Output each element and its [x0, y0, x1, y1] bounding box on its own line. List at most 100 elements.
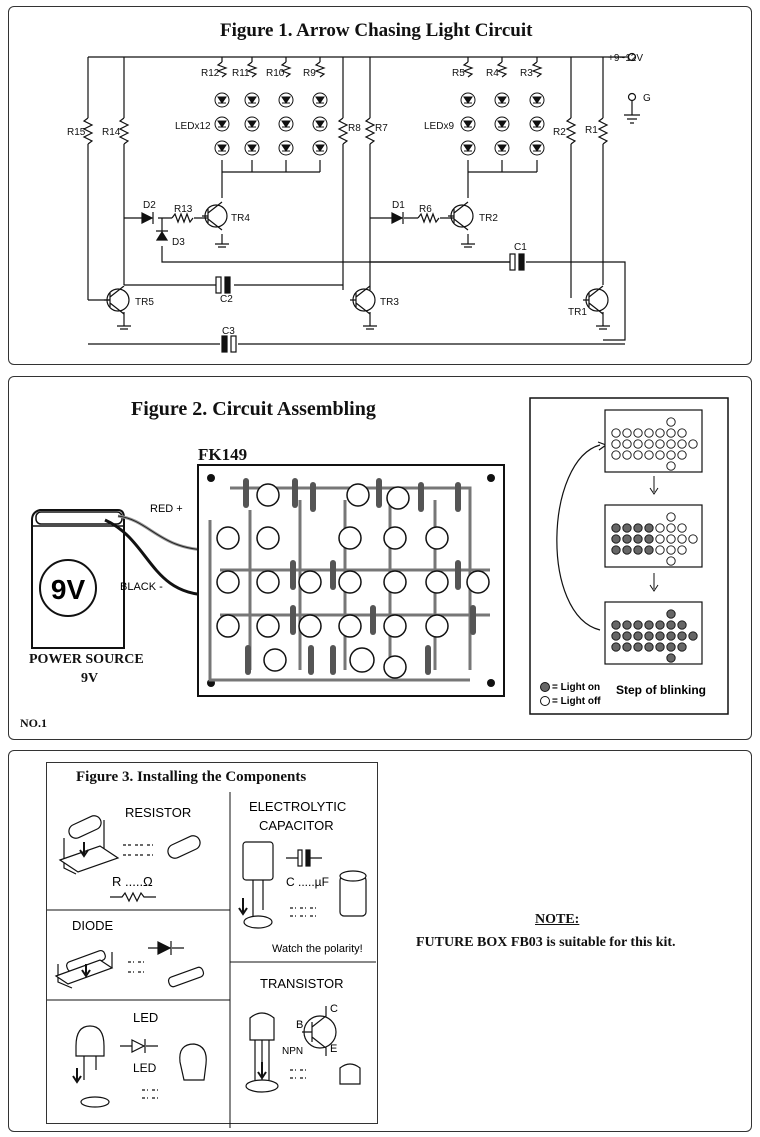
- arrow-led-dot: [644, 450, 654, 460]
- diode-illustration: [54, 941, 205, 989]
- svg-text:R12: R12: [201, 68, 220, 79]
- arrow-led-grids: [611, 417, 698, 663]
- svg-text:TR5: TR5: [135, 297, 154, 308]
- svg-text:CAPACITOR: CAPACITOR: [259, 818, 334, 833]
- arrow-led-dot: [688, 631, 698, 641]
- arrow-led-dot: [666, 545, 676, 555]
- arrow-led-dot: [677, 545, 687, 555]
- arrow-led-dot: [655, 534, 665, 544]
- arrow-led-dot: [611, 620, 621, 630]
- svg-text:R6: R6: [419, 204, 432, 215]
- svg-text:Step of blinking: Step of blinking: [616, 683, 706, 697]
- capacitor-illustration: [242, 841, 367, 929]
- arrow-led-dot: [677, 620, 687, 630]
- svg-text:= Light on: = Light on: [552, 682, 600, 693]
- arrow-led-dot: [622, 450, 632, 460]
- arrow-led-dot: [633, 631, 643, 641]
- arrow-led-dot: [677, 450, 687, 460]
- svg-text:TR1: TR1: [568, 307, 587, 318]
- arrow-led-dot: [677, 534, 687, 544]
- capacitor-symbols: [215, 253, 525, 353]
- arrow-led-dot: [644, 439, 654, 449]
- svg-text:R4: R4: [486, 68, 499, 79]
- figure1-panel: [8, 6, 752, 365]
- svg-text:C .....µF: C .....µF: [286, 875, 329, 889]
- svg-text:R2: R2: [553, 127, 566, 138]
- arrow-led-dot: [644, 534, 654, 544]
- arrow-led-dot: [633, 534, 643, 544]
- svg-text:C1: C1: [514, 242, 527, 253]
- arrow-led-dot: [644, 642, 654, 652]
- arrow-led-dot: [666, 620, 676, 630]
- arrow-led-dot: [677, 428, 687, 438]
- pcb-leds: [216, 483, 490, 679]
- arrow-led-dot: [622, 642, 632, 652]
- arrow-led-dot: [677, 631, 687, 641]
- arrow-led-dot: [655, 439, 665, 449]
- arrow-led-dot: [622, 631, 632, 641]
- arrow-led-dot: [655, 642, 665, 652]
- figure1-title: Figure 1. Arrow Chasing Light Circuit: [220, 20, 533, 41]
- arrow-led-dot: [666, 556, 676, 566]
- pcb-resistors: [243, 478, 476, 675]
- transistor-illustration: [245, 1006, 361, 1093]
- resistor-illustration: [58, 815, 201, 903]
- arrow-led-dot: [644, 523, 654, 533]
- diode-symbols: [141, 212, 404, 241]
- arrow-led-dot: [611, 439, 621, 449]
- arrow-led-dot: [622, 523, 632, 533]
- svg-text:G: G: [643, 93, 651, 104]
- arrow-led-dot: [633, 523, 643, 533]
- arrow-led-dot: [611, 631, 621, 641]
- svg-text:LEDx12: LEDx12: [175, 121, 211, 132]
- page-number: NO.1: [20, 716, 47, 730]
- led-illustration: [75, 1025, 207, 1108]
- power-source-label: POWER SOURCE: [29, 652, 144, 667]
- figure1-schematic: +9~12V G LEDx12 LEDx9 R15 R14 R12 R11 R1…: [67, 52, 651, 353]
- svg-text:C2: C2: [220, 294, 233, 305]
- led-stacks-left: [214, 92, 328, 156]
- arrow-led-dot: [611, 523, 621, 533]
- arrow-led-dot: [677, 642, 687, 652]
- power-voltage-label: 9V: [81, 671, 99, 686]
- svg-text:D3: D3: [172, 237, 185, 248]
- svg-text:RED +: RED +: [150, 503, 183, 515]
- arrow-led-dot: [611, 534, 621, 544]
- arrow-led-dot: [655, 523, 665, 533]
- schematic-labels: +9~12V G LEDx12 LEDx9 R15 R14 R12 R11 R1…: [67, 53, 651, 337]
- red-wire: [117, 514, 211, 552]
- arrow-led-dot: [611, 545, 621, 555]
- arrow-led-dot: [611, 428, 621, 438]
- arrow-led-dot: [633, 428, 643, 438]
- arrow-led-dot: [688, 439, 698, 449]
- svg-text:R7: R7: [375, 123, 388, 134]
- svg-text:R9: R9: [303, 68, 316, 79]
- svg-text:BLACK -: BLACK -: [120, 581, 163, 593]
- svg-text:D1: D1: [392, 200, 405, 211]
- svg-text:C3: C3: [222, 326, 235, 337]
- arrow-led-dot: [666, 450, 676, 460]
- svg-text:TR3: TR3: [380, 297, 399, 308]
- svg-text:R3: R3: [520, 68, 533, 79]
- led-stacks-right: [460, 92, 545, 156]
- arrow-led-dot: [655, 631, 665, 641]
- svg-text:R5: R5: [452, 68, 465, 79]
- svg-text:Watch the polarity!: Watch the polarity!: [272, 943, 363, 955]
- arrow-led-dot: [644, 428, 654, 438]
- arrow-led-dot: [666, 428, 676, 438]
- svg-text:TRANSISTOR: TRANSISTOR: [260, 976, 344, 991]
- arrow-led-dot: [666, 439, 676, 449]
- svg-text:+9~12V: +9~12V: [608, 53, 643, 64]
- arrow-led-dot: [666, 512, 676, 522]
- svg-text:R .....Ω: R .....Ω: [112, 874, 153, 889]
- arrow-led-dot: [666, 631, 676, 641]
- arrow-led-dot: [644, 620, 654, 630]
- note-text: FUTURE BOX FB03 is suitable for this kit…: [416, 935, 676, 950]
- arrow-led-dot: [666, 417, 676, 427]
- arrow-led-dot: [622, 545, 632, 555]
- arrow-led-dot: [688, 534, 698, 544]
- svg-text:LEDx9: LEDx9: [424, 121, 454, 132]
- svg-text:R11: R11: [232, 68, 250, 79]
- arrow-led-dot: [633, 545, 643, 555]
- arrow-led-dot: [633, 620, 643, 630]
